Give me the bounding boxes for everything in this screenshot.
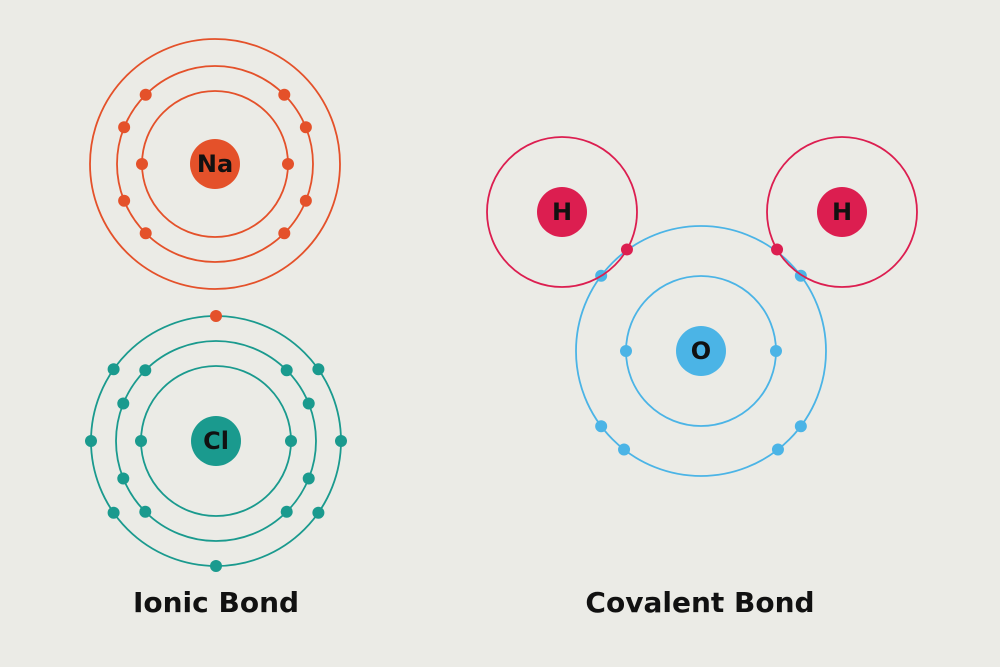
oxygen-atom [575, 225, 827, 477]
sodium-electron [299, 121, 312, 134]
oxygen-nucleus [676, 326, 726, 376]
sodium-electron [136, 158, 148, 170]
hydrogen-atom-left [486, 136, 638, 288]
atom-labels: Na Cl O H H [197, 150, 852, 455]
oxygen-symbol: O [691, 337, 711, 365]
sodium-electron [139, 227, 152, 240]
sodium-atom [89, 38, 341, 290]
transferred-electron [210, 310, 222, 322]
sodium-electron [139, 88, 152, 101]
chlorine-electron [210, 560, 222, 572]
hydrogen-right-symbol: H [832, 198, 852, 226]
sodium-nucleus [190, 139, 240, 189]
sodium-shell-3 [89, 38, 341, 290]
hydrogen-right-nucleus [817, 187, 867, 237]
chlorine-atom [85, 310, 347, 572]
sodium-shell-2 [116, 65, 314, 263]
chlorine-electron [107, 506, 120, 519]
oxygen-electron [770, 345, 782, 357]
chlorine-electron [85, 435, 97, 447]
chlorine-shell-2 [115, 340, 317, 542]
sodium-electron [118, 194, 131, 207]
chlorine-electron [280, 505, 293, 518]
chlorine-electron [107, 363, 120, 376]
covalent-bond-caption: Covalent Bond [585, 586, 815, 619]
chlorine-electron [280, 364, 293, 377]
oxygen-electron [618, 443, 631, 456]
chlorine-electron [135, 435, 147, 447]
sodium-electron [278, 227, 291, 240]
hydrogen-right-shell [766, 136, 918, 288]
ionic-bond-caption: Ionic Bond [132, 586, 300, 619]
hydrogen-right-electron [771, 243, 784, 256]
hydrogen-left-symbol: H [552, 198, 572, 226]
chlorine-electron [302, 397, 315, 410]
chlorine-electron [312, 363, 325, 376]
hydrogen-left-electron [620, 243, 633, 256]
chlorine-electron [139, 505, 152, 518]
sodium-electron [278, 88, 291, 101]
chlorine-electron [302, 472, 315, 485]
oxygen-shell-2 [575, 225, 827, 477]
oxygen-electron [794, 420, 807, 433]
chlorine-electron [117, 397, 130, 410]
chlorine-electron [285, 435, 297, 447]
hydrogen-atom-right [766, 136, 918, 288]
sodium-electron [118, 121, 131, 134]
sodium-symbol: Na [197, 150, 233, 178]
oxygen-electron [620, 345, 632, 357]
chlorine-electron [117, 472, 130, 485]
hydrogen-left-shell [486, 136, 638, 288]
chlorine-electron [335, 435, 347, 447]
chlorine-electron [312, 506, 325, 519]
sodium-electron [282, 158, 294, 170]
chlorine-symbol: Cl [203, 427, 229, 455]
oxygen-electron [595, 420, 608, 433]
chlorine-nucleus [191, 416, 241, 466]
oxygen-electron [771, 443, 784, 456]
hydrogen-left-nucleus [537, 187, 587, 237]
sodium-electron [299, 194, 312, 207]
chlorine-electron [139, 364, 152, 377]
